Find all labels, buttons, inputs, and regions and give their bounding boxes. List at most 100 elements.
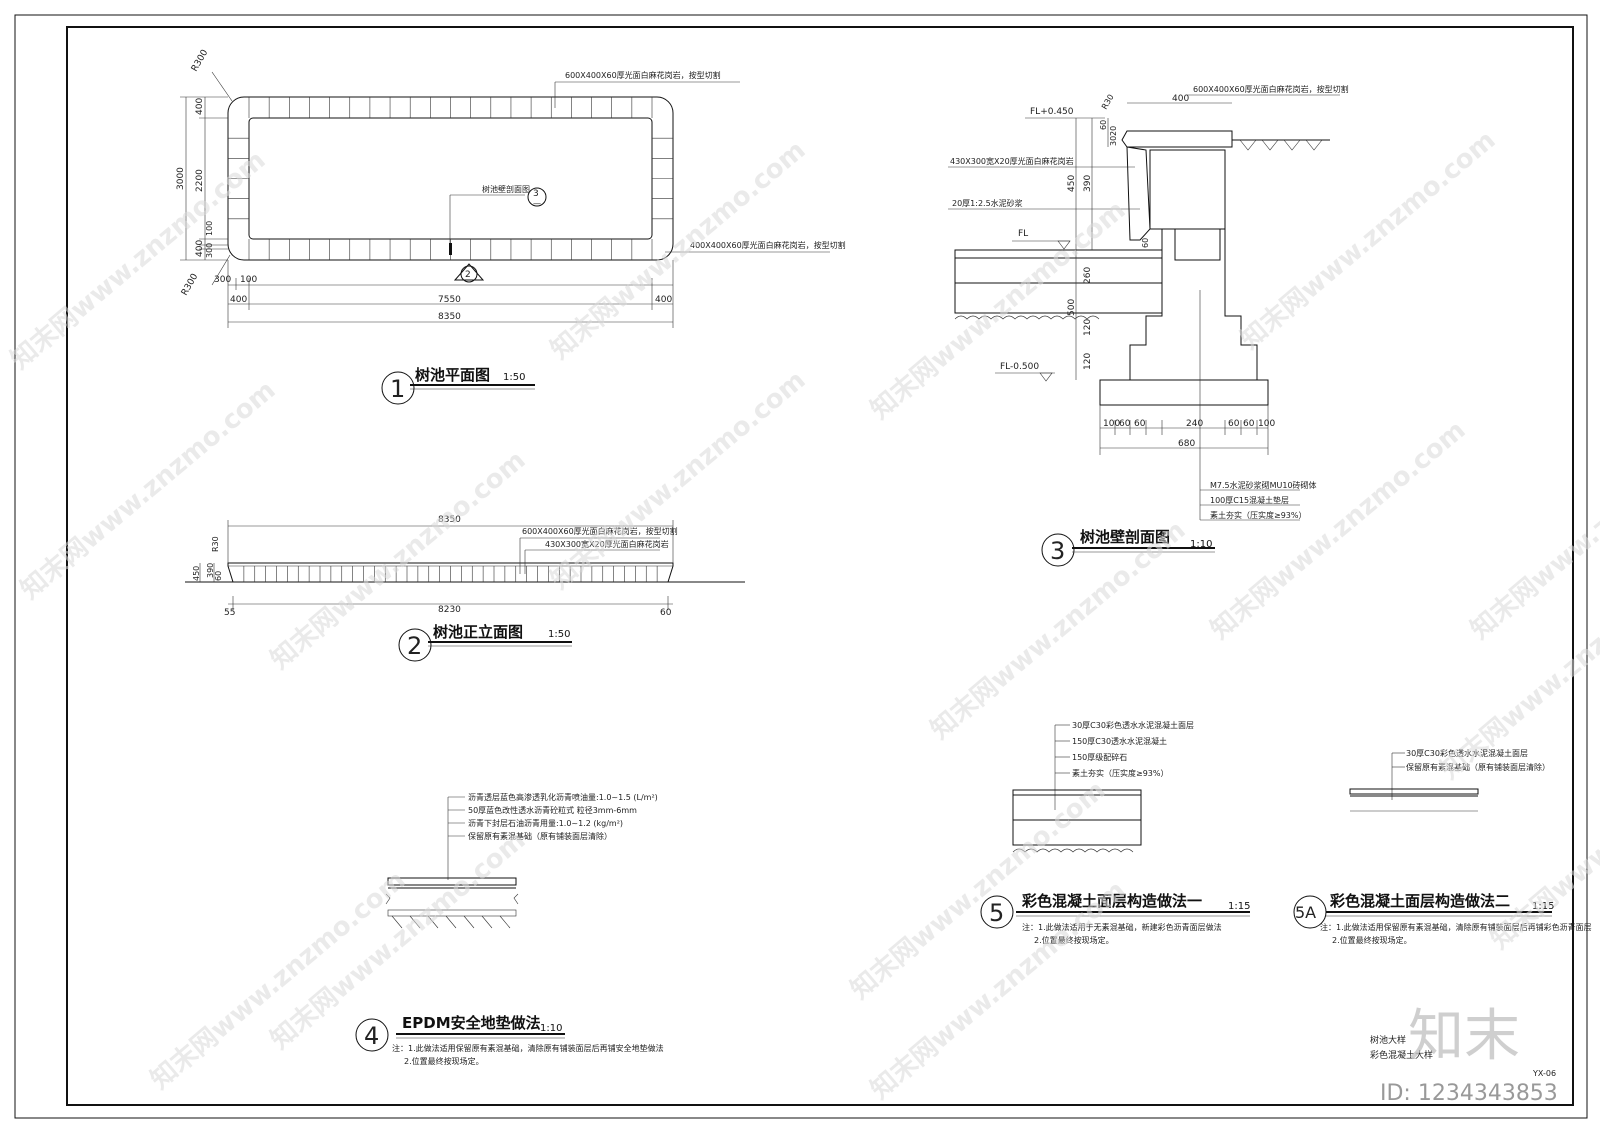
- svg-text:400: 400: [230, 295, 247, 305]
- epdm-layer-4: 保留原有素混基础（原有铺装面层清除）: [468, 831, 612, 841]
- epdm-layer-1: 沥青透层蓝色高渗透乳化沥青喷油量:1.0~1.5 (L/m²): [468, 792, 658, 802]
- svg-text:5A: 5A: [1295, 903, 1316, 922]
- concrete1-title-bubble: [980, 895, 1014, 929]
- epdm-note-2: 2.位置最终按现场定。: [404, 1056, 484, 1066]
- svg-text:500: 500: [1067, 299, 1077, 316]
- plan-inner-outline: [248, 117, 653, 240]
- section-callout-top: 600X400X60厚光面白麻花岗岩，按型切割: [1193, 84, 1349, 94]
- title-block-line-1: 树池大样: [1370, 1034, 1406, 1046]
- svg-text:100: 100: [205, 221, 214, 236]
- svg-text:4: 4: [364, 1022, 379, 1050]
- watermark-text: 知末网www.znzmo.com: [865, 195, 1131, 425]
- watermark-text: 知末网www.znzmo.com: [1205, 415, 1471, 645]
- concrete-detail-1: 30厚C30彩色透水水泥混凝土面层 150厚C30透水水泥混凝土 150厚级配碎…: [980, 720, 1250, 945]
- sheet-number: YX-06: [1532, 1069, 1556, 1078]
- svg-text:450: 450: [192, 566, 201, 581]
- elevation-dim-top: 8350: [438, 515, 461, 525]
- svg-text:20: 20: [1109, 126, 1118, 136]
- svg-text:R30: R30: [1100, 93, 1116, 111]
- svg-text:390: 390: [1083, 175, 1093, 192]
- elevation-callout-2: 430X300宽X20厚光面白麻花岗岩: [545, 539, 669, 549]
- svg-text:60: 60: [1228, 419, 1240, 429]
- epdm-layer-2: 50厚蓝色改性透水沥青砼粒式 粒径3mm-6mm: [468, 805, 637, 815]
- concrete1-note-1: 注：1.此做法适用于无素混基础，新建彩色沥青面层做法: [1022, 922, 1222, 932]
- section-dim-overall: 680: [1178, 439, 1195, 449]
- section-callout-mortar: 20厚1:2.5水泥砂浆: [952, 198, 1023, 208]
- svg-text:30: 30: [1109, 136, 1118, 146]
- section-title-bubble: [1041, 533, 1075, 567]
- svg-text:R30: R30: [211, 536, 220, 552]
- svg-text:60: 60: [1099, 120, 1108, 130]
- epdm-detail: 沥青透层蓝色高渗透乳化沥青喷油量:1.0~1.5 (L/m²) 50厚蓝色改性透…: [355, 792, 664, 1066]
- section-title: 树池壁剖面图: [1080, 528, 1170, 546]
- svg-text:60: 60: [1141, 238, 1150, 248]
- watermark-text: 知末网www.znzmo.com: [545, 365, 811, 595]
- section-scale: 1:10: [1190, 539, 1212, 550]
- svg-text:—: —: [533, 199, 541, 208]
- plan-callout-top: 600X400X60厚光面白麻花岗岩，按型切割: [565, 70, 721, 80]
- coping-block: [1149, 149, 1226, 230]
- epdm-layer-3: 沥青下封层石油沥青用量:1.0~1.2 (kg/m²): [468, 818, 623, 828]
- plan-dim-overall-left: 3000: [176, 167, 186, 190]
- epdm-note-1: 注：1.此做法适用保留原有素混基础，清除原有铺装面层后再铺安全地垫做法: [392, 1043, 664, 1053]
- svg-text:100厚C15混凝土垫层: 100厚C15混凝土垫层: [1210, 495, 1289, 505]
- elevation-title: 树池正立面图: [433, 623, 523, 641]
- concrete2-title: 彩色混凝土面层构造做法二: [1329, 892, 1510, 910]
- epdm-title-bubble: [355, 1018, 389, 1052]
- id-label: ID: 1234343853: [1380, 1081, 1558, 1106]
- concrete2-layer-2: 保留原有素混基础（原有铺装面层清除）: [1406, 762, 1550, 772]
- concrete2-note-1: 注：1.此做法适用保留原有素混基础，清除原有铺装面层后再铺彩色沥青面层: [1320, 922, 1592, 932]
- svg-text:60: 60: [1134, 419, 1146, 429]
- svg-text:60: 60: [660, 608, 672, 618]
- epdm-scale: 1:10: [540, 1023, 562, 1034]
- plan-dim-overall-bottom: 8350: [438, 312, 461, 322]
- svg-text:400: 400: [1172, 94, 1189, 104]
- footing-c15: [1099, 379, 1269, 406]
- tree-pit-elevation: 600X400X60厚光面白麻花岗岩，按型切割 430X300宽X20厚光面白麻…: [185, 515, 745, 662]
- concrete1-layer-3: 150厚级配碎石: [1072, 752, 1127, 762]
- svg-text:300: 300: [205, 243, 214, 258]
- watermark-text: 知末网www.znzmo.com: [1465, 415, 1600, 645]
- concrete1-layer-1: 30厚C30彩色透水水泥混凝土面层: [1072, 720, 1194, 730]
- section-ref-bubble: [527, 187, 547, 207]
- elevation-joints: [243, 566, 658, 582]
- svg-text:2: 2: [465, 270, 471, 280]
- svg-text:2200: 2200: [195, 169, 205, 192]
- svg-text:400: 400: [655, 295, 672, 305]
- svg-text:3: 3: [533, 189, 539, 199]
- side-cladding: [1126, 146, 1151, 241]
- plan-radius-top: R300: [190, 48, 211, 74]
- svg-text:300: 300: [214, 275, 231, 285]
- watermark-text: 知末网www.znzmo.com: [1235, 125, 1501, 355]
- outer-border: [14, 14, 1588, 1119]
- svg-text:2: 2: [407, 632, 422, 660]
- watermark-text: 知末网www.znzmo.com: [15, 375, 281, 605]
- level-top: FL+0.450: [1030, 107, 1074, 117]
- svg-text:1: 1: [390, 375, 405, 403]
- tree-pit-wall-section: FL+0.450 FL FL-0.500 600X400X60厚光面白麻花岗岩，…: [948, 84, 1349, 567]
- plan-callout-right: 400X400X60厚光面白麻花岗岩，按型切割: [690, 240, 846, 250]
- concrete2-scale: 1:15: [1532, 901, 1554, 912]
- plan-title: 树池平面图: [415, 366, 490, 384]
- svg-text:60: 60: [1243, 419, 1255, 429]
- concrete2-layer-1: 30厚C30彩色透水水泥混凝土面层: [1406, 748, 1528, 758]
- plan-radius-bottom: R300: [180, 272, 201, 298]
- elevation-scale: 1:50: [548, 629, 570, 640]
- concrete1-title: 彩色混凝土面层构造做法一: [1021, 892, 1202, 910]
- title-block-line-2: 彩色混凝土大样: [1370, 1049, 1433, 1061]
- svg-text:3: 3: [1050, 537, 1065, 565]
- level-mid: FL: [1018, 229, 1028, 239]
- svg-text:100: 100: [1258, 419, 1275, 429]
- svg-text:60: 60: [1119, 419, 1131, 429]
- plan-paver-joints: [228, 97, 673, 260]
- svg-text:400: 400: [195, 240, 205, 257]
- drawing-frame: [66, 26, 1574, 1106]
- concrete1-scale: 1:15: [1228, 901, 1250, 912]
- concrete-detail-2: 30厚C30彩色透水水泥混凝土面层 保留原有素混基础（原有铺装面层清除） 5A …: [1293, 748, 1592, 945]
- watermark-text: 知末网www.znzmo.com: [5, 145, 271, 375]
- granite-coping: [1121, 130, 1233, 148]
- svg-text:55: 55: [224, 608, 235, 618]
- epdm-title: EPDM安全地垫做法: [402, 1014, 541, 1032]
